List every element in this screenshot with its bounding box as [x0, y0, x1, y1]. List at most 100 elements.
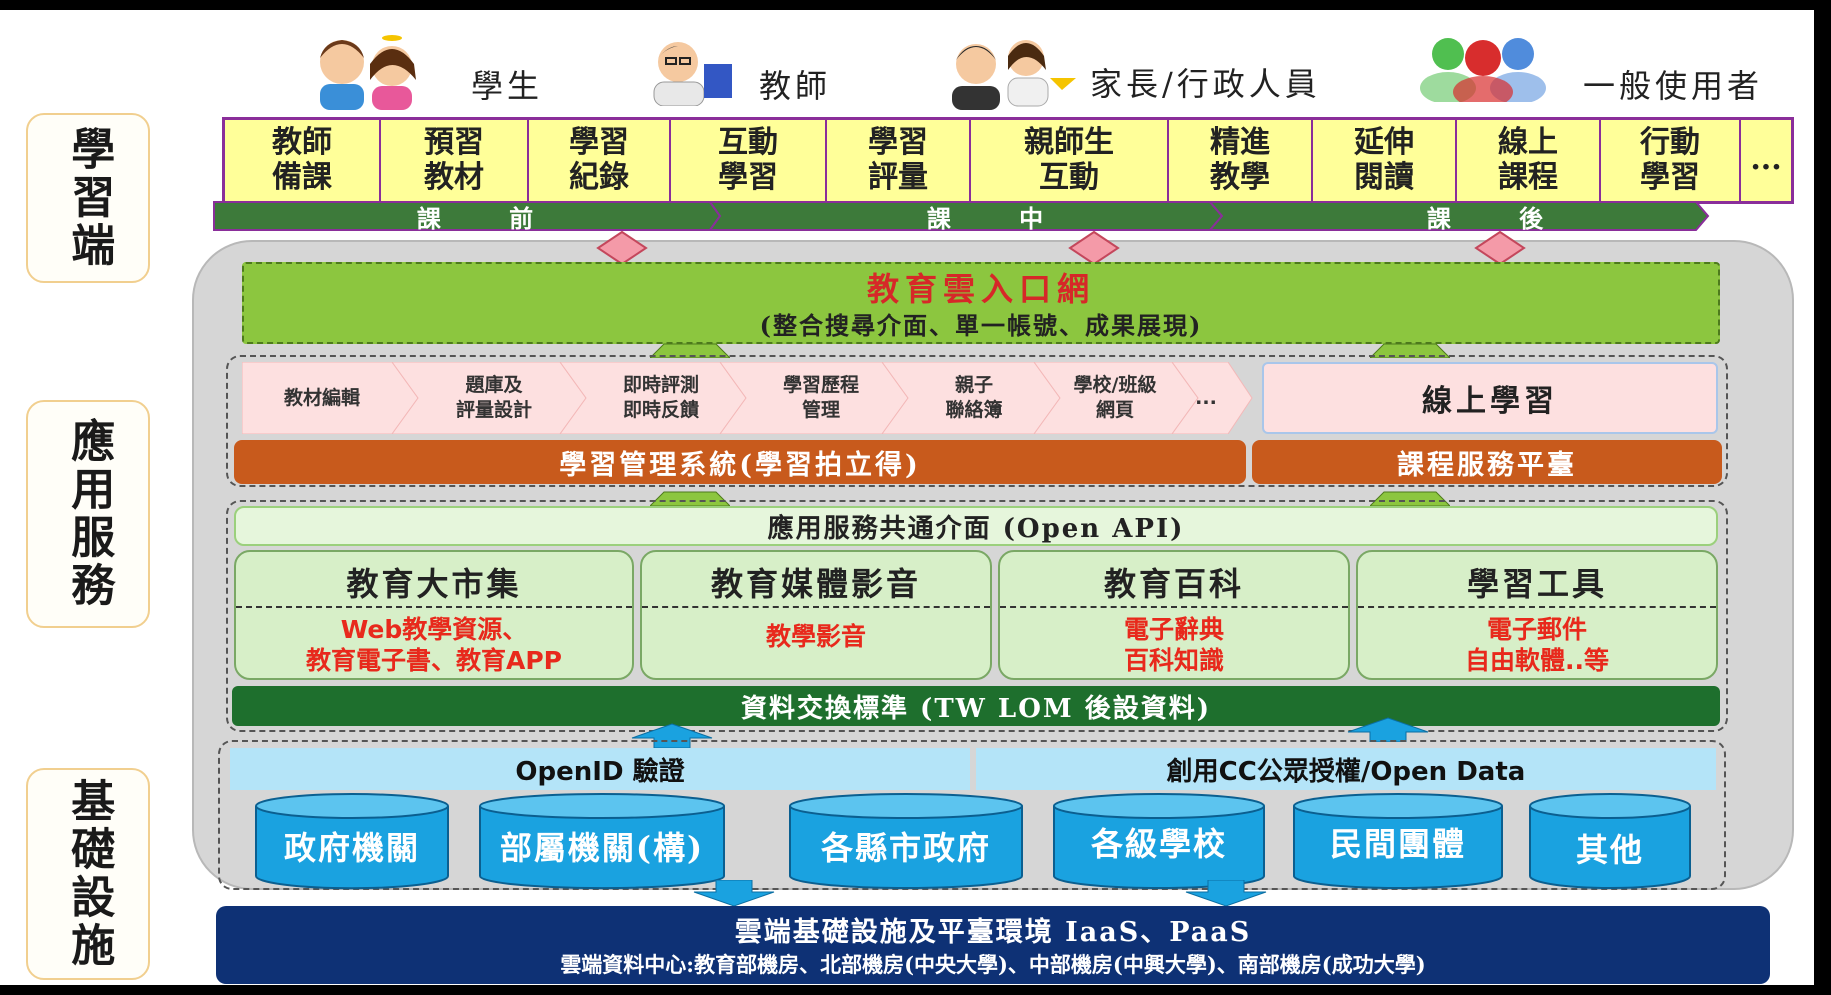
activity-label: 線上 課程: [1498, 125, 1558, 195]
db-ngo: 民間團體: [1329, 825, 1466, 863]
db-other: 其他: [1575, 831, 1644, 869]
activity-label: 學習 評量: [868, 125, 928, 195]
activity-label: 行動 學習: [1640, 125, 1700, 195]
db-other-cylinder: [1529, 793, 1691, 889]
down-arrow-blue-2: [1185, 880, 1267, 907]
infrastructure-group: [218, 740, 1726, 890]
activity-assessment: 學習 評量: [827, 120, 971, 201]
activity-preview: 預習 教材: [381, 120, 529, 201]
lms-group: [226, 355, 1728, 487]
connector-diamond-2: [1068, 230, 1120, 266]
up-arrow-1: [650, 343, 730, 358]
service-title: 教育大市集: [346, 565, 522, 603]
student-icon: [300, 30, 440, 110]
activity-extended-reading: 延伸 閱讀: [1313, 120, 1457, 201]
activity-advanced-teaching: 精進 教學: [1169, 120, 1313, 201]
db-county: 各縣市政府: [820, 829, 991, 867]
user-teacher: 教師: [758, 67, 831, 105]
activity-label: 精進 教學: [1210, 125, 1270, 195]
user-general: 一般使用者: [1582, 67, 1763, 105]
layer-label-learning: 學習端: [26, 113, 150, 283]
online-learning-box: 線上學習: [1262, 362, 1718, 434]
db-government: 政府機關: [283, 829, 420, 867]
lms-question-bank: 題庫及 評量設計: [455, 374, 532, 421]
lms-platform-bar: 學習管理系統(學習拍立得): [234, 440, 1246, 484]
lms-realtime-assessment: 即時評測 即時反饋: [622, 374, 699, 421]
service-title: 學習工具: [1466, 565, 1607, 603]
learning-activities-bar: 教師 備課 預習 教材 學習 紀錄 互動 學習 學習 評量 親師生 互動 精進 …: [222, 117, 1794, 204]
connector-diamond-3: [1474, 230, 1526, 266]
up-arrow-3: [650, 491, 730, 506]
cloud-infrastructure-bar: 雲端基礎設施及平臺環境 IaaS、PaaS 雲端資料中心:教育部機房、北部機房(…: [216, 906, 1770, 984]
cloud-datacenters: 雲端資料中心:教育部機房、北部機房(中央大學)、中部機房(中興大學)、南部機房(…: [560, 952, 1426, 977]
activity-more: ...: [1741, 120, 1791, 201]
lms-contact-book: 親子 聯絡簿: [945, 374, 1003, 421]
db-county-cylinder: [789, 793, 1023, 889]
up-arrow-4: [1370, 491, 1450, 506]
service-title: 教育媒體影音: [710, 565, 921, 603]
activity-online-course: 線上 課程: [1457, 120, 1601, 201]
layer-label-infrastructure: 基礎設施: [26, 768, 150, 980]
activity-label: 延伸 閱讀: [1354, 125, 1414, 195]
activity-interactive: 互動 學習: [671, 120, 827, 201]
activity-label: 親師生 互動: [1024, 125, 1114, 195]
phase-after-class: 課 後: [1426, 203, 1574, 233]
activity-label: 學習 紀錄: [569, 125, 629, 195]
service-media: 教育媒體影音 教學影音: [640, 550, 992, 680]
services-group: [226, 500, 1728, 732]
service-learning-tools: 學習工具 電子郵件 自由軟體..等: [1356, 550, 1718, 680]
activity-label: 互動 學習: [718, 125, 778, 195]
service-encyclopedia: 教育百科 電子辭典 百科知識: [998, 550, 1350, 680]
db-affiliated-cylinder: [479, 793, 725, 890]
activity-mobile-learning: 行動 學習: [1601, 120, 1741, 201]
service-divider: [1000, 606, 1348, 608]
activity-label: ...: [1750, 142, 1782, 178]
service-items: Web教學資源、 教育電子書、教育APP: [306, 614, 562, 675]
activity-teacher-prep: 教師 備課: [225, 120, 381, 201]
service-divider: [642, 606, 990, 608]
phase-arrows: [213, 201, 1710, 231]
general-user-icon: [1418, 32, 1548, 108]
openid-bar: OpenID 驗證: [230, 748, 970, 790]
service-items: 電子辭典 百科知識: [1123, 614, 1224, 675]
education-cloud-portal: 教育雲入口網 (整合搜尋介面、單一帳號、成果展現): [242, 262, 1720, 344]
parent-admin-icon: [938, 30, 1078, 110]
service-items: 教學影音: [765, 622, 866, 652]
down-arrow-blue-1: [693, 880, 775, 907]
lms-material-editing: 教材編輯: [283, 386, 360, 409]
service-items: 電子郵件 自由軟體..等: [1465, 614, 1609, 675]
up-arrow-blue-1: [631, 723, 713, 748]
activity-records: 學習 紀錄: [529, 120, 671, 201]
up-arrow-blue-2: [1347, 717, 1429, 742]
cc-license-bar: 創用CC公眾授權/Open Data: [976, 748, 1716, 790]
db-schools: 各級學校: [1090, 825, 1227, 863]
db-government-cylinder: [255, 793, 449, 890]
portal-title: 教育雲入口網: [866, 270, 1095, 308]
course-platform-bar: 課程服務平臺: [1252, 440, 1722, 484]
open-api-bar: 應用服務共通介面 (Open API): [234, 506, 1718, 546]
db-affiliated: 部屬機關(構): [499, 829, 705, 867]
cloud-title: 雲端基礎設施及平臺環境 IaaS、PaaS: [734, 916, 1252, 948]
teacher-icon: [638, 36, 738, 107]
activity-label: 教師 備課: [272, 125, 332, 195]
service-divider: [236, 606, 632, 608]
db-ngo-cylinder: [1293, 793, 1503, 889]
portal-subtitle: (整合搜尋介面、單一帳號、成果展現): [759, 310, 1203, 340]
db-schools-cylinder: [1053, 793, 1265, 889]
layer-label-application: 應用服務: [26, 400, 150, 628]
user-parent-admin: 家長/行政人員: [1090, 65, 1321, 103]
activity-label: 預習 教材: [424, 125, 484, 195]
data-sources-cylinders: [255, 793, 1691, 890]
connector-diamond-1: [596, 230, 648, 266]
data-exchange-bar: 資料交換標準 (TW LOM 後設資料): [232, 686, 1720, 726]
bottom-border: [0, 985, 1831, 995]
lms-learning-portfolio: 學習歷程 管理: [782, 374, 859, 421]
service-title: 教育百科: [1103, 565, 1244, 603]
lms-chevrons: [242, 362, 1253, 434]
up-arrow-2: [1370, 343, 1450, 358]
top-border: [0, 0, 1831, 10]
lms-school-class-web: 學校/班級 網頁: [1073, 374, 1157, 421]
right-border: [1814, 0, 1831, 995]
phase-during-class: 課 中: [926, 203, 1074, 233]
